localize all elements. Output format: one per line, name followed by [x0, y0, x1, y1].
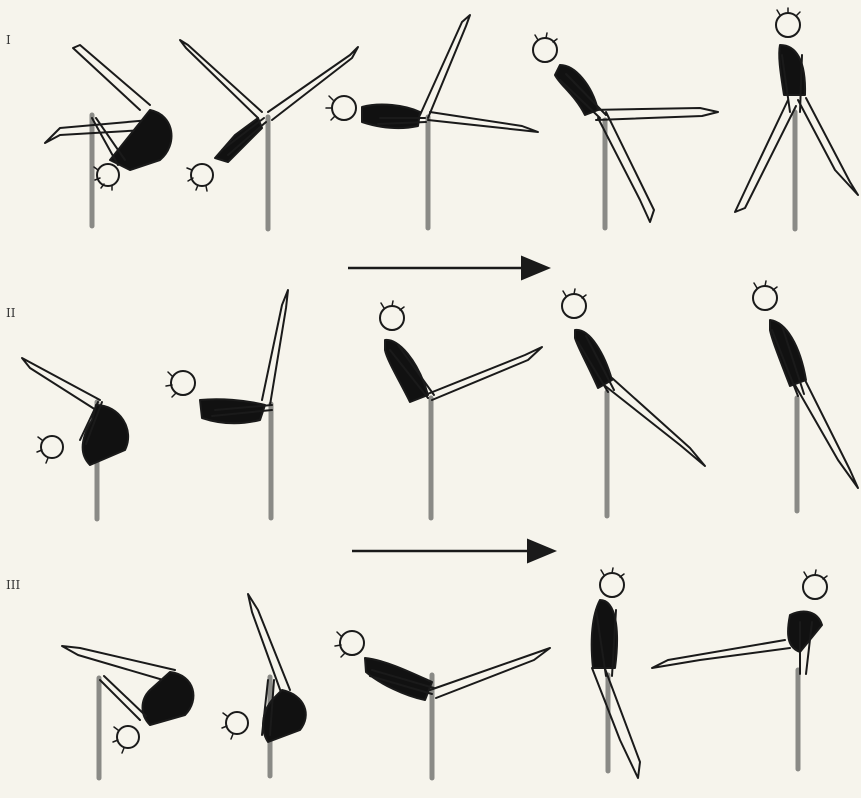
gymnast-figure-1-1: [45, 45, 171, 190]
row-label-1: I: [6, 33, 11, 47]
gymnast-figure-3-3: [335, 631, 550, 700]
row-label-3: III: [6, 578, 20, 592]
gymnast-figure-3-4: [592, 568, 640, 778]
gymnast-figure-3-5: [652, 570, 827, 674]
gymnast-figure-2-2: [166, 290, 288, 423]
gymnast-figure-2-1: [22, 358, 128, 465]
row-label-2: II: [6, 306, 15, 320]
gymnast-figure-2-3: [380, 301, 542, 402]
gymnast-figure-3-2: [222, 594, 306, 742]
gymnast-figure-1-4: [533, 33, 718, 222]
gymnast-figure-1-3: [326, 15, 538, 132]
bar-posts-row-3: [99, 670, 798, 778]
gymnast-figure-2-5: [753, 281, 858, 488]
gymnast-figure-3-1: [62, 646, 193, 753]
gymnast-figure-2-4: [562, 289, 705, 466]
